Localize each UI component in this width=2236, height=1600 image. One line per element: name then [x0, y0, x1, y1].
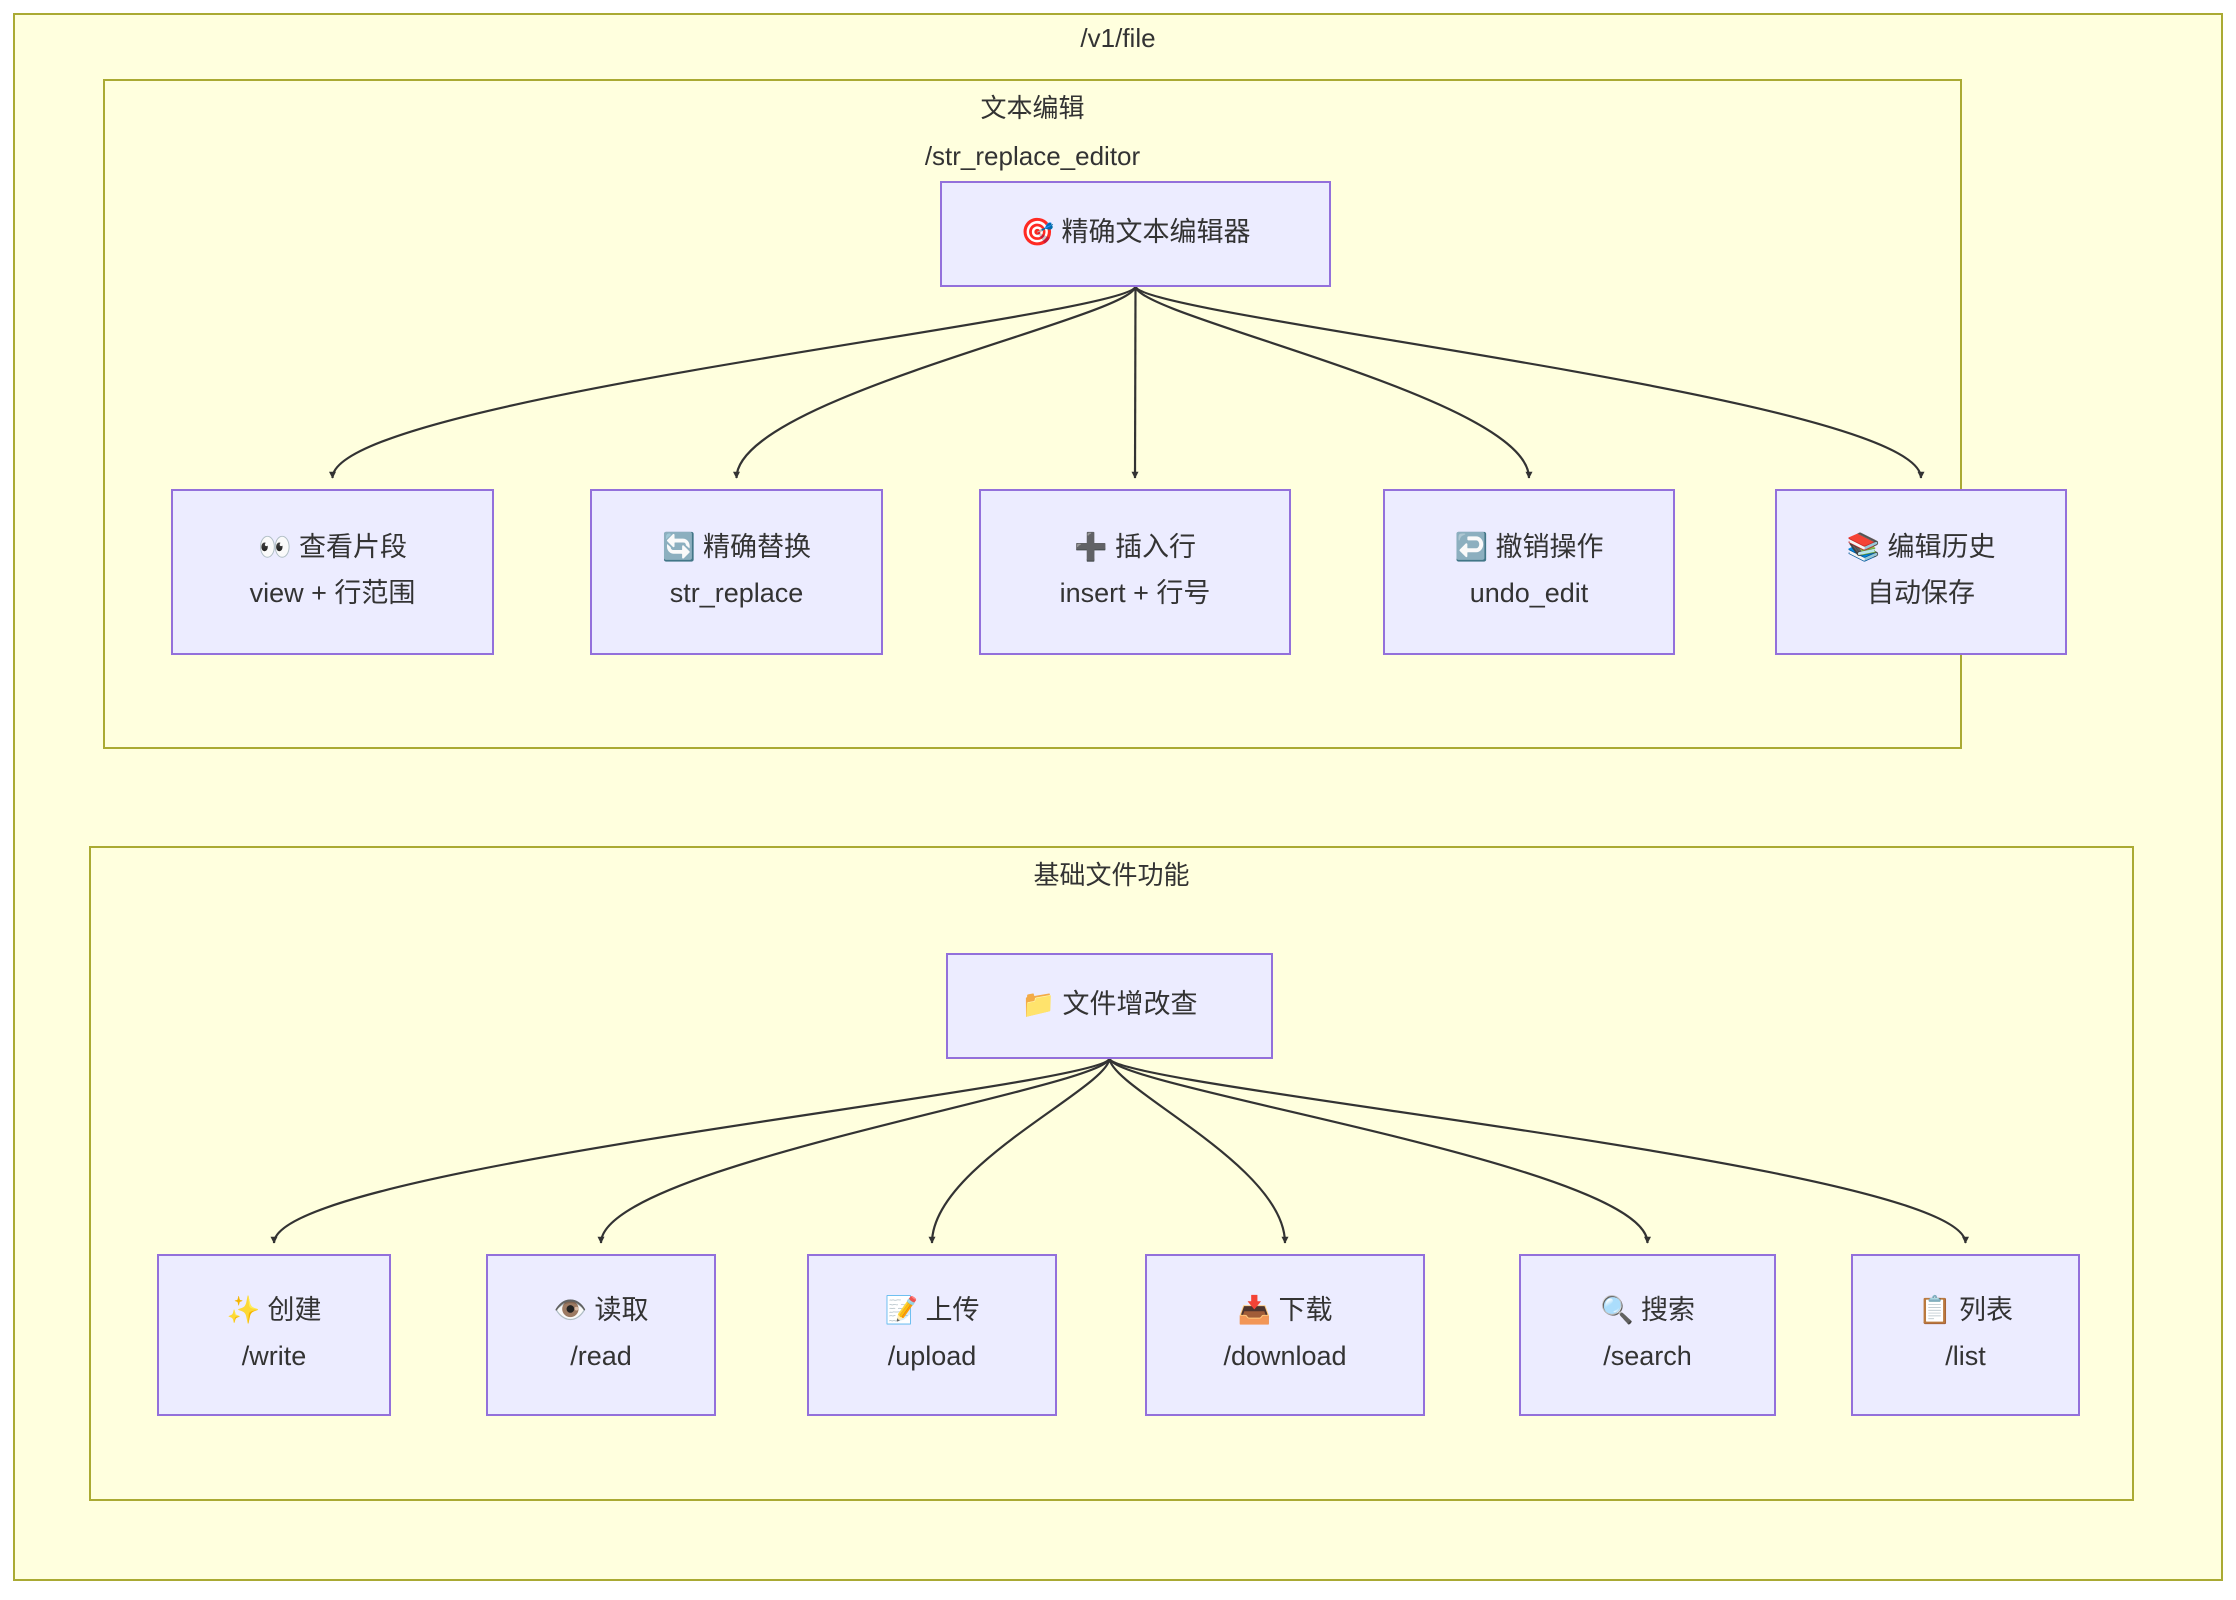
- node-list-rect[interactable]: [1851, 1254, 2080, 1416]
- node-download-rect[interactable]: [1145, 1254, 1425, 1416]
- node-insert-line[interactable]: ➕ 插入行 insert + 行号: [979, 489, 1291, 655]
- node-edit-history-label-line2: 自动保存: [1867, 578, 1975, 608]
- node-create-rect[interactable]: [157, 1254, 391, 1416]
- node-search-label-line1: 🔍 搜索: [1600, 1292, 1695, 1325]
- node-file-crud-rect[interactable]: [946, 953, 1273, 1059]
- node-download[interactable]: 📥 下载/download: [1145, 1254, 1425, 1416]
- node-precise-text-editor[interactable]: 🎯 精确文本编辑器: [940, 181, 1331, 287]
- node-read-label-line2: /read: [570, 1341, 632, 1371]
- node-undo-operation[interactable]: ↩️ 撤销操作 undo_edit: [1383, 489, 1675, 655]
- node-precise-replace-label-line1: 🔄 精确替换: [662, 531, 811, 562]
- edge-file-crud-to-download: [1108, 1057, 1289, 1244]
- edge-precise-text-editor-to-undo-operation: [1134, 285, 1533, 479]
- node-upload[interactable]: 📝 上传/upload: [807, 1254, 1057, 1416]
- nodes-layer: 🎯 精确文本编辑器 👀 查看片段 view + 行范围 🔄 精确替换 str_repla…: [157, 181, 2080, 1416]
- edge-file-crud-to-search: [1108, 1057, 1651, 1244]
- node-download-label-line1: 📥 下载: [1237, 1294, 1332, 1325]
- node-insert-line-label-line1: ➕ 插入行: [1074, 531, 1196, 562]
- node-view-snippet-label-line1: 👀 查看片段: [258, 532, 407, 562]
- node-undo-operation-label-line1: ↩️ 撤销操作: [1454, 531, 1603, 562]
- node-precise-replace[interactable]: 🔄 精确替换 str_replace: [590, 489, 883, 655]
- node-file-crud[interactable]: 📁 文件增改查: [946, 953, 1273, 1059]
- node-view-snippet-rect[interactable]: [171, 489, 494, 655]
- node-create[interactable]: ✨ 创建/write: [157, 1254, 391, 1416]
- edge-precise-text-editor-to-precise-replace: [733, 285, 1137, 479]
- cluster-text-edit-title-line1: 文本编辑: [980, 93, 1084, 123]
- edge-file-crud-to-create: [270, 1056, 1111, 1244]
- node-insert-line-rect[interactable]: [979, 489, 1291, 655]
- node-create-label-line2: /write: [242, 1341, 307, 1371]
- cluster-basic-file-rect: [89, 846, 2134, 1501]
- node-search-rect[interactable]: [1519, 1254, 1776, 1416]
- node-undo-operation-label-line2: undo_edit: [1470, 578, 1589, 608]
- cluster-basic-file: 基础文件功能: [89, 846, 2134, 1501]
- node-view-snippet[interactable]: 👀 查看片段 view + 行范围: [171, 489, 494, 655]
- edge-file-crud-to-read: [597, 1057, 1111, 1244]
- node-read[interactable]: 👁️ 读取/read: [486, 1254, 716, 1416]
- outer-container-title: /v1/file: [1080, 23, 1155, 53]
- edge-precise-text-editor-to-edit-history: [1134, 285, 1925, 479]
- node-upload-rect[interactable]: [807, 1254, 1057, 1416]
- edge-file-crud-to-upload: [928, 1057, 1111, 1244]
- node-precise-text-editor-label-line1: 🎯 精确文本编辑器: [1020, 217, 1250, 247]
- node-read-label-line1: 👁️ 读取: [553, 1295, 648, 1325]
- node-upload-label-line2: /upload: [888, 1341, 977, 1371]
- node-precise-replace-rect[interactable]: [590, 489, 883, 655]
- edge-precise-text-editor-to-view-snippet: [329, 284, 1137, 479]
- node-edit-history-label-line1: 📚 编辑历史: [1846, 532, 1995, 562]
- edge-precise-text-editor-to-insert-line: [1131, 285, 1139, 479]
- node-precise-replace-label-line2: str_replace: [670, 578, 804, 608]
- node-upload-label-line1: 📝 上传: [884, 1294, 979, 1325]
- node-create-label-line1: ✨ 创建: [226, 1295, 321, 1325]
- node-search[interactable]: 🔍 搜索/search: [1519, 1254, 1776, 1416]
- node-view-snippet-label-line2: view + 行范围: [250, 578, 416, 608]
- edges-layer: [270, 284, 1969, 1244]
- node-file-crud-label-line1: 📁 文件增改查: [1021, 989, 1197, 1019]
- node-download-label-line2: /download: [1223, 1341, 1346, 1371]
- node-list[interactable]: 📋 列表/list: [1851, 1254, 2080, 1416]
- node-read-rect[interactable]: [486, 1254, 716, 1416]
- node-list-label-line2: /list: [1945, 1341, 1986, 1371]
- edge-file-crud-to-list: [1108, 1056, 1969, 1244]
- node-insert-line-label-line2: insert + 行号: [1060, 578, 1211, 608]
- cluster-basic-file-title-line1: 基础文件功能: [1033, 860, 1189, 890]
- cluster-text-edit-title-line2: /str_replace_editor: [925, 141, 1141, 171]
- node-list-label-line1: 📋 列表: [1918, 1294, 2013, 1325]
- node-search-label-line2: /search: [1603, 1341, 1692, 1371]
- node-undo-operation-rect[interactable]: [1383, 489, 1675, 655]
- node-precise-text-editor-rect[interactable]: [940, 181, 1331, 287]
- node-edit-history-rect[interactable]: [1775, 489, 2067, 655]
